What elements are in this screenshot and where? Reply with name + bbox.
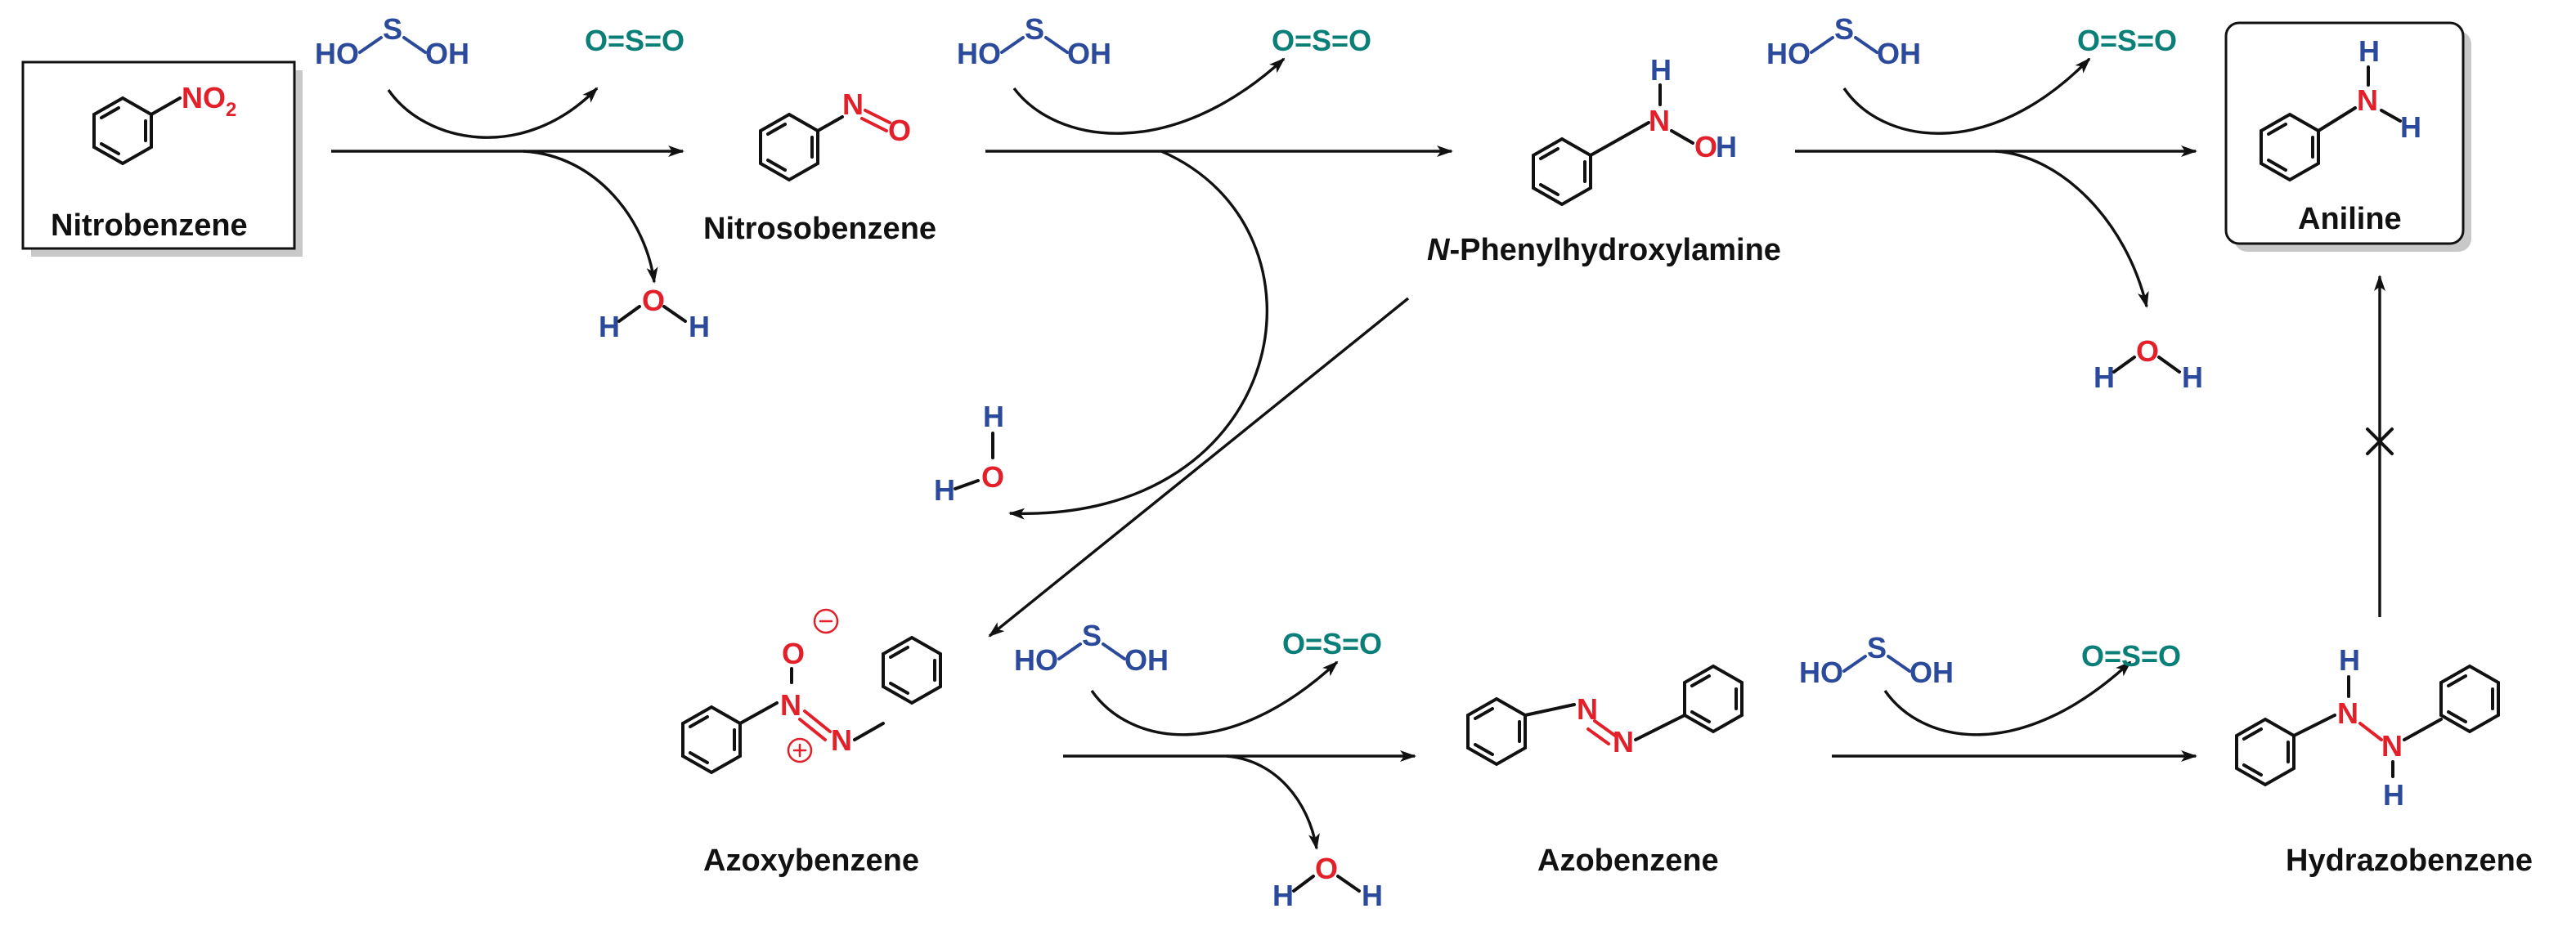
- azobenzene-label: Azobenzene: [1537, 844, 1719, 878]
- svg-text:OH: OH: [1124, 643, 1169, 677]
- water-2: H O H: [934, 400, 1004, 507]
- svg-text:H: H: [2400, 110, 2421, 144]
- sulfur-dioxide-2: O=S=O: [1272, 24, 1371, 57]
- hydrazobenzene: N H N H Hydrazobenzene: [2235, 643, 2533, 878]
- aniline: N H H Aniline: [2224, 21, 2471, 252]
- svg-text:N: N: [780, 688, 801, 722]
- svg-text:H: H: [2383, 778, 2404, 812]
- svg-text:N: N: [2337, 696, 2358, 730]
- condensation-arrows: [988, 150, 1410, 638]
- svg-text:N: N: [842, 87, 864, 121]
- svg-text:S: S: [1834, 12, 1854, 46]
- nitrobenzene: NO2 Nitrobenzene: [21, 60, 303, 257]
- water-3: O H H: [2094, 334, 2203, 394]
- svg-text:H: H: [2182, 360, 2203, 394]
- azoxybenzene: N O N Azoxybenzene: [681, 608, 942, 878]
- svg-text:O: O: [782, 637, 805, 670]
- sulfurous-acid-1: HO S OH: [315, 12, 469, 70]
- water-4: O H H: [1272, 852, 1383, 912]
- nitrobenzene-structure: NO2: [92, 81, 236, 166]
- svg-text:O: O: [981, 460, 1004, 494]
- svg-text:HO: HO: [1799, 656, 1843, 689]
- svg-text:H: H: [2339, 643, 2360, 677]
- svg-text:O: O: [2136, 334, 2159, 368]
- svg-text:O: O: [888, 114, 911, 147]
- svg-text:H: H: [934, 473, 955, 507]
- svg-text:H: H: [1362, 879, 1383, 912]
- svg-text:H: H: [2358, 34, 2380, 68]
- svg-text:O: O: [1315, 852, 1338, 885]
- svg-text:N: N: [2381, 729, 2403, 763]
- sulfur-dioxide-1: O=S=O: [585, 24, 684, 57]
- sulfurous-acid-4: HO S OH: [1014, 619, 1169, 677]
- blocked-arrow: [2366, 275, 2394, 617]
- svg-text:N: N: [1649, 104, 1670, 137]
- step-5-arrows: [1832, 660, 2197, 762]
- sulfurous-acid-2: HO S OH: [957, 12, 1111, 70]
- svg-text:OH: OH: [425, 37, 469, 70]
- step-3-arrows: [1795, 57, 2197, 308]
- svg-text:H: H: [599, 310, 620, 343]
- hydrazobenzene-label: Hydrazobenzene: [2286, 844, 2533, 878]
- aniline-label: Aniline: [2298, 202, 2402, 236]
- svg-text:OH: OH: [1910, 656, 1954, 689]
- aniline-box: [2224, 21, 2465, 245]
- nitrobenzene-box: [21, 60, 296, 250]
- step-4-arrows: [1063, 660, 1416, 850]
- svg-text:H: H: [1650, 53, 1672, 87]
- svg-text:S: S: [383, 12, 402, 46]
- svg-text:S: S: [1025, 12, 1044, 46]
- water-1: O H H: [599, 284, 710, 343]
- nitrobenzene-label: Nitrobenzene: [51, 208, 248, 243]
- sulfur-dioxide-5: O=S=O: [2081, 639, 2181, 673]
- svg-text:H: H: [1716, 130, 1737, 163]
- svg-text:N: N: [2357, 83, 2378, 117]
- svg-text:O: O: [1694, 130, 1717, 163]
- svg-text:S: S: [1082, 619, 1102, 652]
- sulfurous-acid-5: HO S OH: [1799, 631, 1954, 689]
- svg-text:OH: OH: [1877, 37, 1921, 70]
- svg-text:HO: HO: [1766, 37, 1811, 70]
- svg-text:HO: HO: [1014, 643, 1058, 677]
- svg-text:HO: HO: [315, 37, 359, 70]
- nitrosobenzene: N O Nitrosobenzene: [703, 87, 936, 246]
- svg-text:S: S: [1867, 631, 1887, 665]
- svg-text:H: H: [1272, 879, 1294, 912]
- azoxybenzene-label: Azoxybenzene: [703, 844, 919, 878]
- svg-text:N: N: [831, 723, 852, 757]
- sulfur-dioxide-4: O=S=O: [1282, 627, 1382, 660]
- nitrosobenzene-label: Nitrosobenzene: [703, 212, 936, 246]
- step-1-arrows: [331, 87, 684, 284]
- svg-text:HO: HO: [957, 37, 1001, 70]
- step-2-arrows: [985, 57, 1453, 157]
- azobenzene: N N Azobenzene: [1466, 664, 1744, 878]
- svg-text:H: H: [2094, 360, 2115, 394]
- svg-text:H: H: [983, 400, 1004, 433]
- n-phenylhydroxylamine-label: N-Phenylhydroxylamine: [1427, 233, 1781, 267]
- n-phenylhydroxylamine: N H O H N-Phenylhydroxylamine: [1427, 53, 1781, 267]
- svg-text:N: N: [1613, 725, 1634, 759]
- svg-text:H: H: [689, 310, 710, 343]
- sulfur-dioxide-3: O=S=O: [2077, 24, 2177, 57]
- svg-text:OH: OH: [1067, 37, 1111, 70]
- sulfurous-acid-3: HO S OH: [1766, 12, 1921, 70]
- svg-text:NO2: NO2: [182, 81, 236, 121]
- svg-text:O: O: [642, 284, 665, 317]
